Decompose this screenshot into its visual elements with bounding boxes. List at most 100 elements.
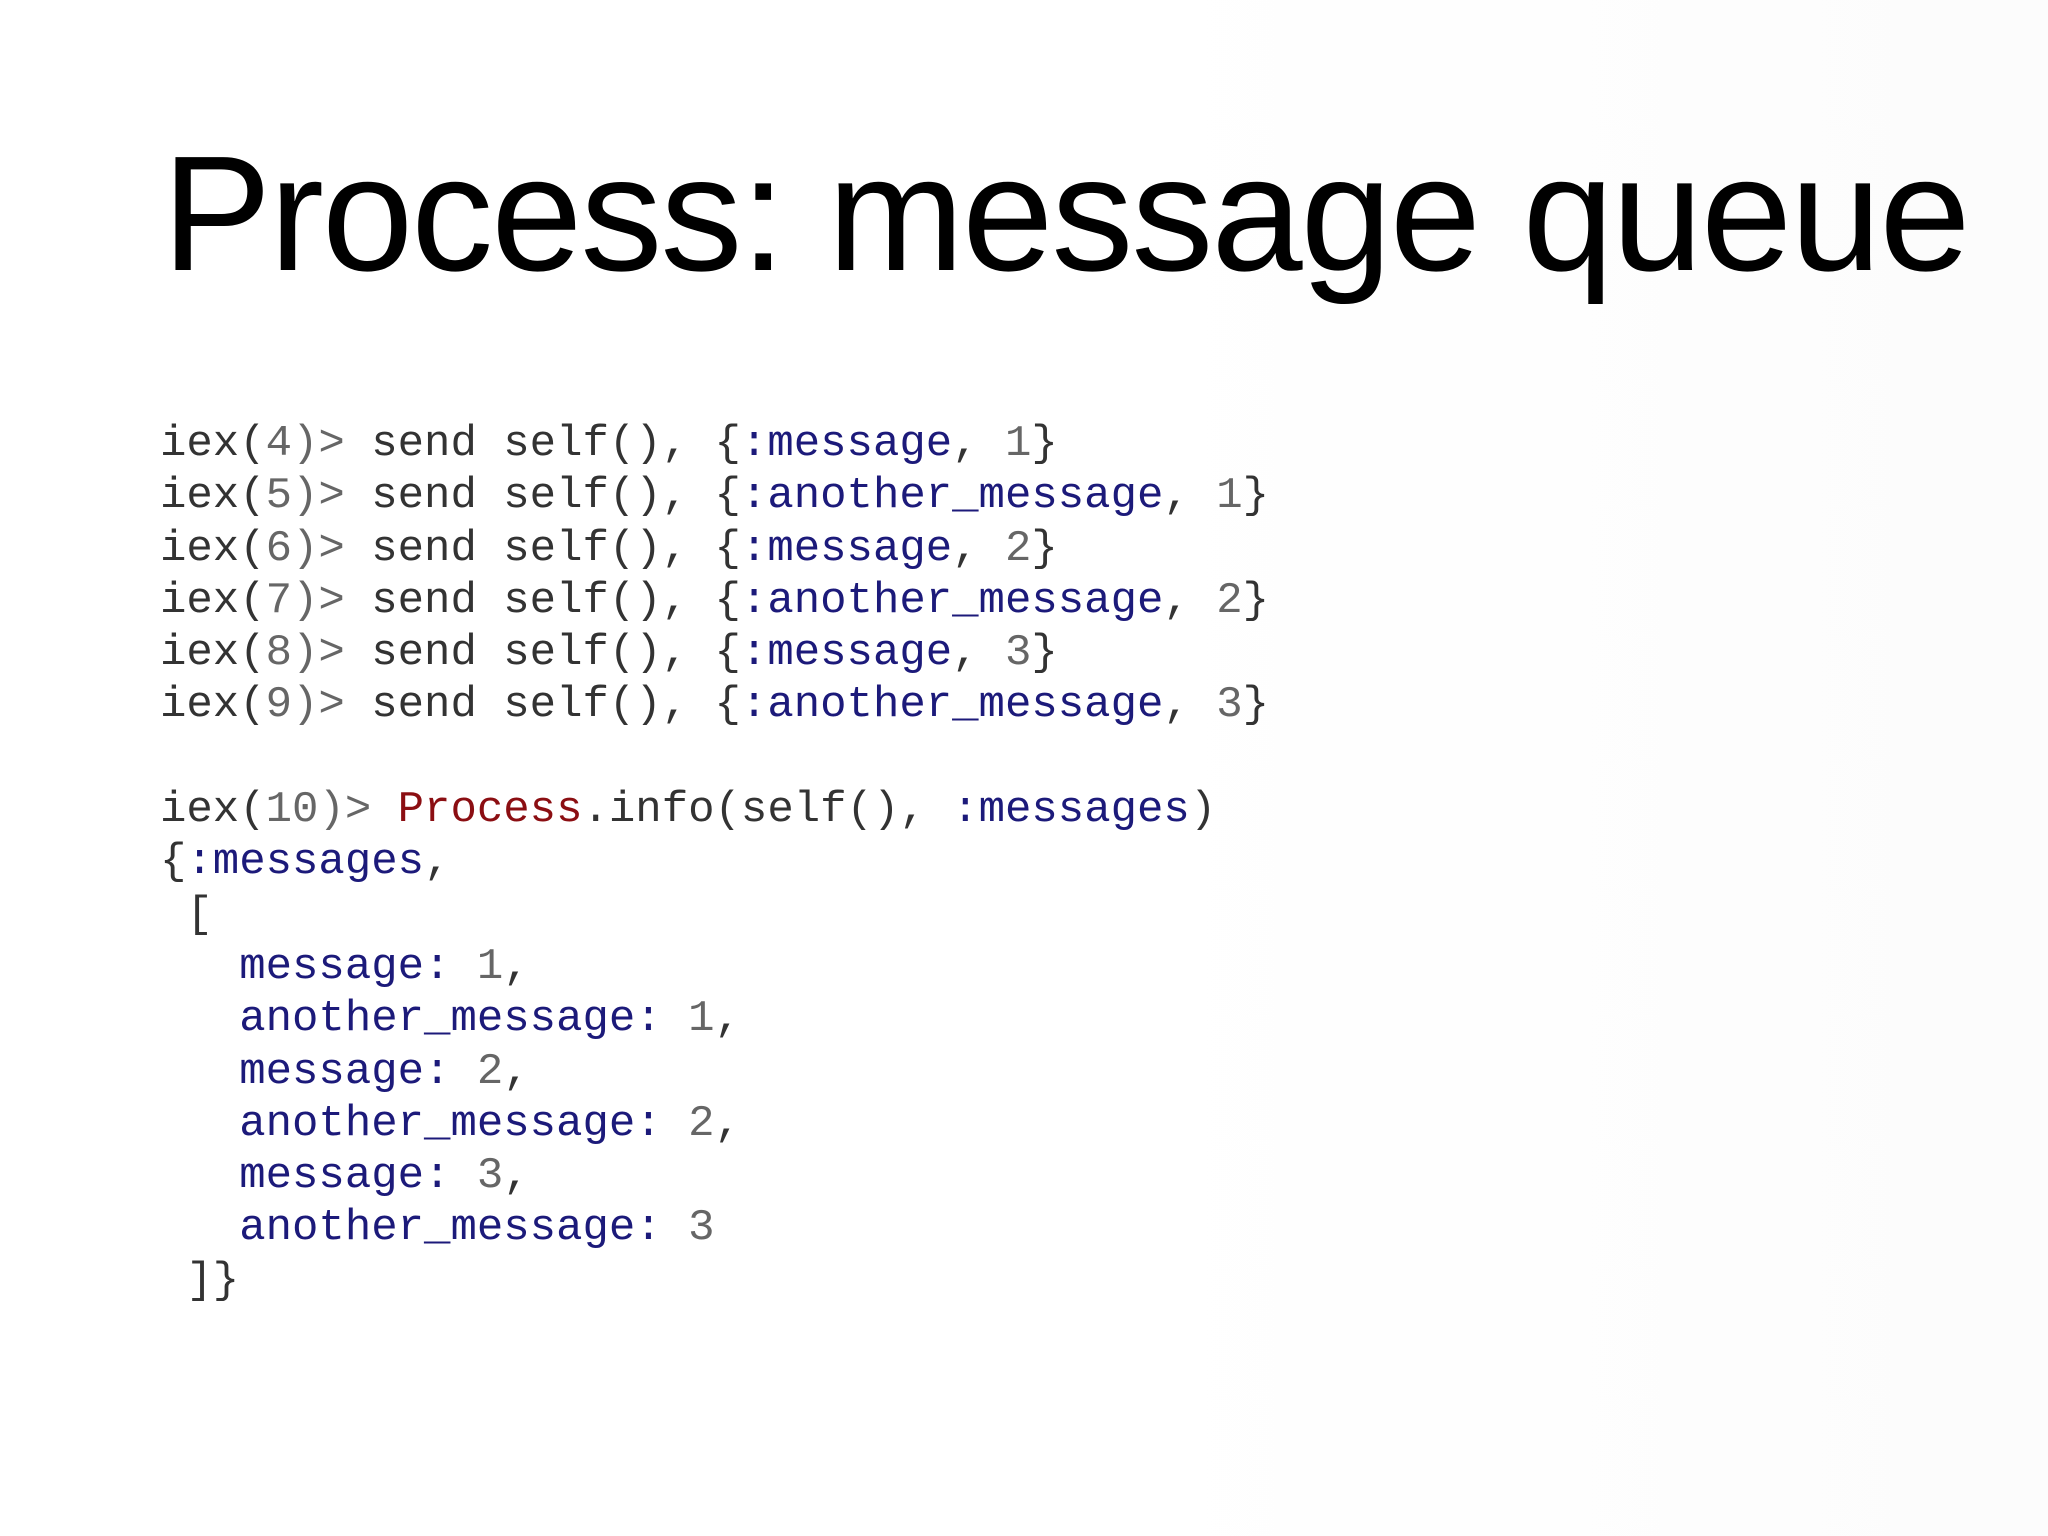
code-token-number: 10 [265, 785, 319, 836]
code-token-atom: another_message: [239, 1203, 662, 1254]
code-line: iex(9)> send self(), {:another_message, … [160, 679, 1269, 731]
code-token-plain: send self(), { [344, 628, 741, 679]
code-token-plain [160, 994, 239, 1044]
code-token-prompt: )> [318, 785, 372, 836]
code-token-module: Process [397, 785, 583, 836]
code-token-plain [160, 1099, 239, 1149]
code-token-plain [160, 1151, 239, 1201]
code-line: another_message: 2, [160, 1098, 1269, 1150]
code-token-number: 9 [265, 680, 293, 731]
code-token-number: 3 [1216, 680, 1243, 731]
code-token-plain: .info(self(), [582, 785, 953, 836]
code-token-plain: send self(), { [344, 575, 741, 626]
code-token-plain [450, 1151, 476, 1201]
code-token-plain: [ [160, 889, 213, 940]
code-token-number: 2 [688, 1098, 715, 1149]
code-line: iex(7)> send self(), {:another_message, … [160, 575, 1269, 627]
code-token-atom: another_message: [239, 994, 662, 1045]
code-token-number: 2 [1216, 575, 1243, 626]
code-token-prompt: )> [292, 419, 345, 469]
code-token-plain: , [1163, 680, 1217, 731]
code-token-atom: message: [239, 1151, 451, 1202]
code-line: message: 3, [160, 1150, 1269, 1202]
code-block: iex(4)> send self(), {:message, 1}iex(5)… [160, 418, 1269, 1307]
code-token-number: 2 [1004, 523, 1032, 574]
code-token-plain: , [503, 941, 530, 992]
code-token-plain: ) [1189, 785, 1217, 836]
code-token-prompt: )> [292, 523, 345, 574]
code-line: iex(8)> send self(), {:message, 3} [160, 627, 1269, 679]
code-token-atom: :messages [186, 837, 425, 888]
code-token-plain: , [714, 994, 741, 1045]
code-token-plain: , [952, 628, 1005, 679]
code-token-plain: iex( [160, 523, 266, 574]
code-token-atom: :message [740, 419, 953, 469]
code-token-number: 1 [688, 994, 715, 1045]
code-line: another_message: 1, [160, 993, 1269, 1045]
code-token-plain: { [160, 837, 187, 888]
code-token-number: 1 [1004, 419, 1032, 469]
code-token-plain: iex( [160, 628, 266, 679]
code-token-plain: send self(), { [344, 523, 741, 574]
code-token-plain: iex( [160, 680, 266, 731]
code-token-number: 5 [265, 471, 293, 522]
code-token-number: 1 [476, 941, 504, 992]
code-line: message: 1, [160, 941, 1269, 993]
code-token-plain: , [952, 523, 1005, 574]
code-token-plain: send self(), { [344, 419, 741, 469]
code-token-number: 8 [265, 628, 293, 679]
code-token-plain: , [1163, 471, 1217, 522]
code-token-plain [450, 942, 476, 992]
code-line: message: 2, [160, 1046, 1269, 1098]
code-line: iex(10)> Process.info(self(), :messages) [160, 784, 1269, 836]
code-token-plain: , [1163, 575, 1217, 626]
code-token-atom: :message [740, 523, 953, 574]
code-line: iex(6)> send self(), {:message, 2} [160, 523, 1269, 575]
code-token-prompt: )> [292, 471, 345, 522]
code-token-plain: } [1242, 471, 1270, 522]
code-token-plain: send self(), { [344, 471, 741, 522]
code-token-plain: send self(), { [344, 680, 741, 731]
code-line: [ [160, 889, 1269, 941]
code-token-number: 4 [265, 419, 293, 469]
code-token-plain [371, 785, 397, 835]
code-token-plain: , [714, 1098, 741, 1149]
code-token-number: 3 [476, 1151, 504, 1202]
code-token-atom: another_message: [239, 1098, 662, 1149]
code-line: another_message: 3 [160, 1202, 1269, 1254]
code-token-plain: ]} [160, 1255, 240, 1306]
code-line: ]} [160, 1255, 1269, 1307]
code-token-plain: , [424, 837, 451, 888]
code-token-plain: iex( [160, 785, 266, 836]
code-token-plain: } [1031, 523, 1058, 574]
code-token-atom: :another_message [740, 680, 1164, 731]
code-token-plain [662, 994, 688, 1044]
code-token-plain: } [1242, 680, 1270, 731]
code-token-atom: :another_message [740, 471, 1164, 522]
code-token-atom: message: [239, 941, 451, 992]
code-token-plain [160, 1203, 239, 1253]
code-token-number: 7 [265, 575, 293, 626]
code-line: iex(4)> send self(), {:message, 1} [160, 418, 1269, 470]
code-token-plain [160, 942, 239, 992]
code-token-plain: iex( [160, 419, 266, 469]
code-token-atom: :message [740, 628, 953, 679]
code-token-plain: } [1242, 575, 1270, 626]
code-token-plain: , [503, 1046, 530, 1097]
code-token-prompt: )> [292, 680, 345, 731]
code-token-atom: :messages [952, 785, 1190, 836]
code-token-number: 3 [688, 1203, 715, 1254]
code-token-plain [450, 1047, 476, 1097]
code-token-number: 3 [1004, 628, 1032, 679]
code-token-plain: , [952, 419, 1005, 469]
code-line: {:messages, [160, 836, 1269, 888]
code-token-plain: } [1031, 419, 1058, 469]
code-line [160, 732, 1269, 784]
code-token-atom: message: [239, 1046, 451, 1097]
code-token-plain: iex( [160, 575, 266, 626]
code-token-number: 2 [476, 1046, 504, 1097]
code-token-prompt: )> [292, 575, 345, 626]
code-token-atom: :another_message [740, 575, 1164, 626]
code-token-plain [160, 1047, 239, 1097]
